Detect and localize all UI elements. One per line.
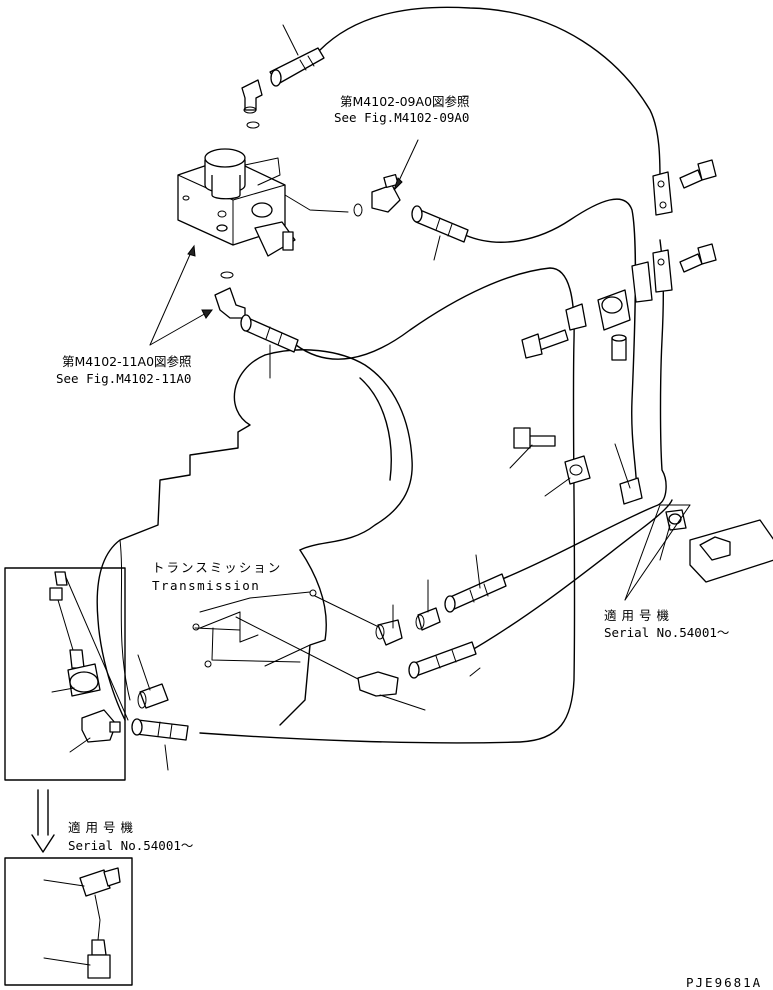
hose-middle [411, 198, 638, 501]
leader-lines [137, 24, 691, 771]
clamp-pipe-holder [597, 289, 631, 331]
ref-1110-jp: 第M4102-11A0図参照 [62, 354, 192, 369]
solenoid-valve-block [177, 148, 349, 257]
clamp-bracket-3 [631, 261, 653, 303]
transmission-jp: トランスミッション [152, 560, 282, 575]
adapter-fitting-1 [375, 619, 403, 646]
clamp-bracket-1 [652, 171, 673, 216]
clamp-6 [619, 477, 643, 505]
elbow-fitting-top [241, 79, 263, 114]
sensor-fitting [137, 683, 169, 709]
o-ring-side [353, 203, 363, 217]
serial-label-bottom: 適用号機 Serial No.54001～ [68, 820, 193, 853]
bolt-2 [679, 243, 717, 273]
serial-right-jp: 適用号機 [604, 608, 674, 623]
bolt-4 [513, 427, 556, 449]
hose-bottom-left [131, 718, 189, 741]
o-ring-bottom [220, 271, 234, 279]
clamp-bracket-2 [652, 249, 673, 293]
ref-1110-en: See Fig.M4102-11A0 [56, 371, 191, 386]
serial-label-right: 適用号機 Serial No.54001～ [604, 608, 729, 640]
tee-fitting-lower [214, 287, 246, 319]
elbow-fitting-low [357, 671, 399, 697]
serial-right-en: Serial No.54001～ [604, 625, 729, 640]
nut-right [665, 509, 687, 531]
hose-lower [199, 267, 576, 744]
hose-lower-right [408, 499, 673, 679]
adapter-fitting-2 [415, 607, 441, 631]
elbow-fitting-side [371, 173, 401, 213]
rubber-cushion [689, 519, 773, 583]
inset-box-bottom [4, 857, 133, 986]
ref-label-0909: 第M4102-09A0図参照 See Fig.M4102-09A0 [334, 94, 470, 125]
ref-0909-jp: 第M4102-09A0図参照 [340, 94, 470, 109]
spacer-collar [611, 334, 627, 361]
inset-box-variant [4, 567, 129, 781]
serial-bottom-jp: 適用号機 [68, 820, 138, 835]
bolt-3 [521, 329, 569, 359]
ref-label-1110: 第M4102-11A0図参照 See Fig.M4102-11A0 [56, 354, 192, 386]
transmission-label: トランスミッション Transmission [152, 560, 282, 593]
drawing-number: PJE9681A [686, 975, 762, 990]
hose-top [269, 6, 661, 181]
ref-0909-en: See Fig.M4102-09A0 [334, 110, 469, 125]
hose-diagonal-right [444, 239, 667, 613]
o-ring-top [246, 121, 260, 129]
transmission-en: Transmission [152, 578, 260, 593]
clamp-4 [565, 303, 587, 331]
arrow-down-icon [31, 789, 55, 853]
serial-bottom-en: Serial No.54001～ [68, 838, 193, 853]
clamp-5 [564, 455, 591, 485]
bolt-1 [679, 159, 717, 189]
transmission-housing [96, 349, 413, 726]
